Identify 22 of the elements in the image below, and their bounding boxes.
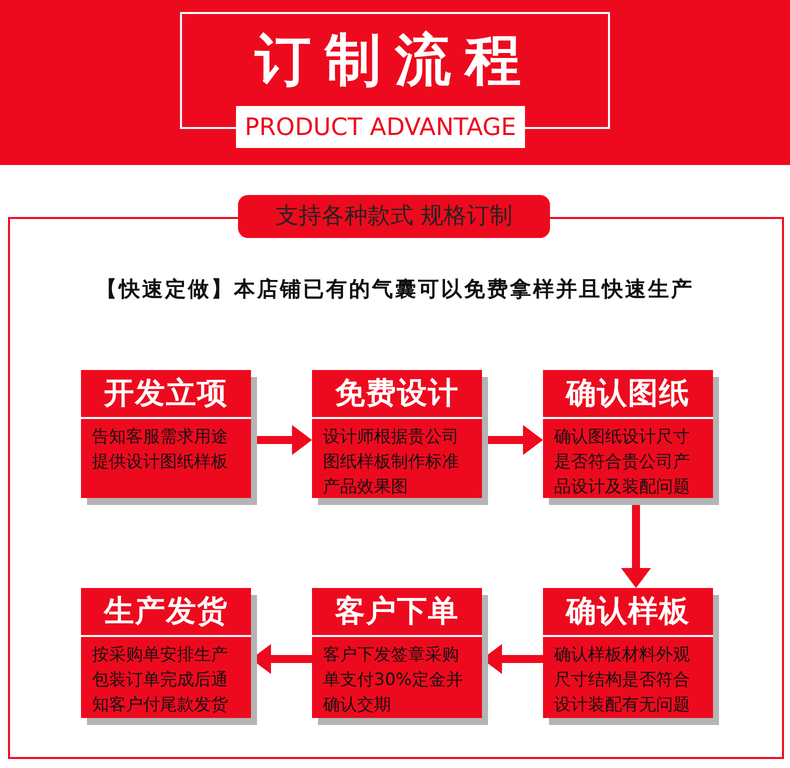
step-description: 确认样板材料外观尺寸结构是否符合设计装配有无问题 xyxy=(553,644,691,717)
step-title: 客户下单 xyxy=(312,588,482,637)
process-box xyxy=(81,370,251,498)
step-title: 确认图纸 xyxy=(543,370,713,419)
process-box xyxy=(312,370,482,498)
process-box xyxy=(81,588,251,718)
step-description: 确认图纸设计尺寸是否符合贵公司产品设计及装配问题 xyxy=(553,426,691,499)
title: 订制流程 xyxy=(254,27,536,95)
step-description: 客户下发签章采购单支付30%定金并确认交期 xyxy=(322,644,464,717)
subtitle: PRODUCT ADVANTAGE xyxy=(236,106,525,148)
step-description: 告知客服需求用途提供设计图纸样板 xyxy=(91,426,229,474)
step-title: 生产发货 xyxy=(81,588,251,637)
process-box xyxy=(312,588,482,718)
step-description: 设计师根据贵公司图纸样板制作标准产品效果图 xyxy=(322,426,460,499)
step-title: 开发立项 xyxy=(81,370,251,419)
banner: 支持各种款式 规格订制 xyxy=(238,195,550,238)
step-description: 按采购单安排生产包装订单完成后通知客户付尾款发货 xyxy=(91,644,229,717)
step-title: 确认样板 xyxy=(543,588,713,637)
step-title: 免费设计 xyxy=(312,370,482,419)
note: 【快速定做】本店铺已有的气囊可以免费拿样并且快速生产 xyxy=(95,276,695,303)
process-box xyxy=(543,370,713,498)
process-box xyxy=(543,588,713,718)
